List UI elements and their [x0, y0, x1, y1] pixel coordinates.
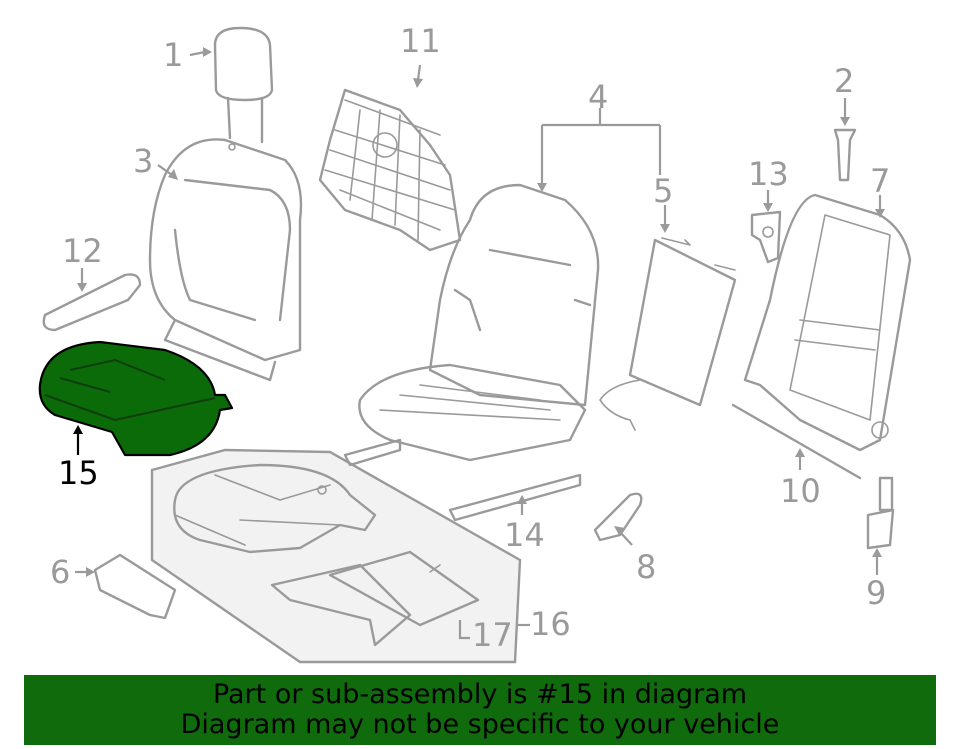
part-6-trim [93, 553, 177, 620]
banner-line-1: Part or sub-assembly is #15 in diagram [212, 679, 748, 710]
callout-5: 5 [653, 172, 673, 210]
part-7-seat-frame [743, 193, 912, 452]
callout-3: 3 [133, 142, 153, 180]
callout-10: 10 [780, 472, 821, 510]
part-3-seatback-cover [148, 138, 303, 382]
callout-7: 7 [870, 162, 890, 200]
callout-15: 15 [58, 454, 99, 492]
part-12-trim-cover [42, 273, 142, 332]
callout-8: 8 [636, 548, 656, 586]
part-15-cushion-cover [38, 340, 234, 457]
callout-12: 12 [62, 232, 103, 270]
part-16-kit-box [150, 448, 522, 664]
callout-14: 14 [504, 516, 545, 554]
part-9-actuator [866, 476, 895, 550]
callout-4: 4 [588, 78, 608, 116]
part-11-spring-frame [318, 88, 462, 252]
part-2-bolt [833, 128, 857, 182]
seat-parts-diagram: 1 2 3 4 5 6 7 8 9 10 11 12 13 14 15 16 1… [38, 22, 912, 664]
banner-line-2: Diagram may not be specific to your vehi… [180, 709, 780, 740]
callout-6: 6 [50, 553, 70, 591]
callout-1: 1 [163, 36, 183, 74]
info-banner: Part or sub-assembly is #15 in diagram D… [24, 675, 936, 745]
callout-16: 16 [530, 605, 571, 643]
callout-2: 2 [834, 62, 854, 100]
part-13-bracket [750, 210, 782, 264]
callout-9: 9 [866, 574, 886, 612]
callout-17: 17 [472, 616, 513, 654]
part-10-rod [731, 403, 862, 480]
part-8-lever [593, 492, 643, 542]
part-4-seat-assembly [343, 183, 600, 522]
callout-13: 13 [748, 155, 789, 193]
part-1-headrest [213, 26, 274, 144]
callout-11: 11 [400, 22, 441, 60]
part-5-back-panel [599, 237, 737, 431]
callout-leaders [73, 47, 885, 640]
callout-numbers: 1 2 3 4 5 6 7 8 9 10 11 12 13 14 15 16 1… [50, 22, 890, 654]
